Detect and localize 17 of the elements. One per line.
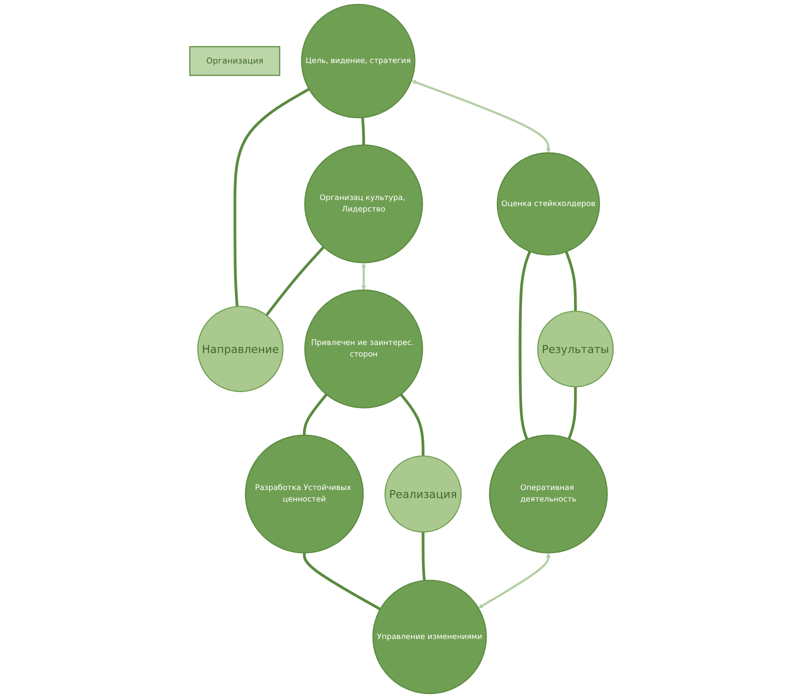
arrow (478, 552, 551, 608)
connector (400, 394, 424, 456)
connector (361, 117, 365, 146)
connector (518, 250, 532, 440)
connector (564, 251, 577, 312)
connector (422, 532, 426, 581)
node-box: Организация (189, 46, 280, 76)
connector (265, 246, 325, 316)
arrow (361, 262, 366, 290)
node-circle: Направление (197, 306, 284, 392)
node-circle: Реализация (384, 455, 462, 533)
connector (302, 394, 328, 436)
connector (568, 386, 577, 440)
node-circle: Результаты (537, 310, 614, 388)
connector (234, 88, 310, 307)
arrow (411, 80, 551, 154)
connector (302, 552, 381, 610)
